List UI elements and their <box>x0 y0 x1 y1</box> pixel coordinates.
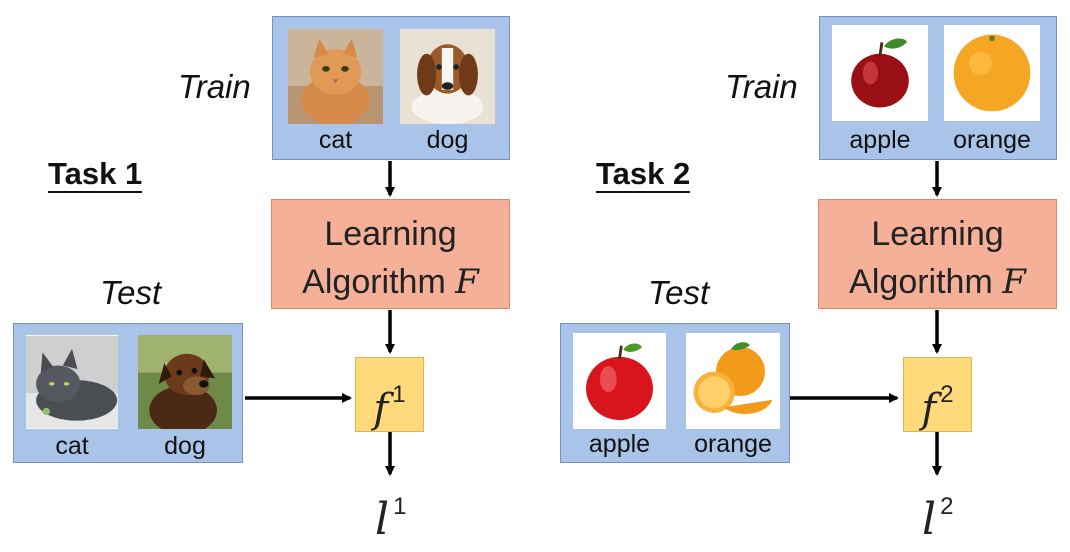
dog-photo-icon <box>400 29 495 124</box>
task1-test-caption-cat: cat <box>55 432 89 460</box>
task1-train-panel: cat dog <box>272 16 510 160</box>
task1-algorithm-line2: Algorithm F <box>302 262 479 302</box>
task2-algorithm-line1: Learning <box>871 215 1004 253</box>
task2-test-panel: apple orange <box>560 323 790 463</box>
task1-train-caption-cat: cat <box>318 126 353 154</box>
task1-test-caption-dog: dog <box>164 432 206 460</box>
task1-loss-symbol: l <box>375 494 390 545</box>
task1-model-index: 1 <box>392 381 406 408</box>
cat-photo-icon <box>288 29 383 124</box>
task1-learning-algorithm: Learning Algorithm F <box>271 199 510 309</box>
orange-photo-icon <box>944 25 1040 121</box>
task2-model-index: 2 <box>940 381 954 408</box>
dog-photo-icon <box>138 335 232 429</box>
task2-learning-algorithm: Learning Algorithm F <box>818 199 1057 309</box>
task2-algorithm-line2: Algorithm F <box>849 262 1026 302</box>
algorithm-variable: F <box>455 262 479 302</box>
task1-title: Task 1 <box>48 156 143 193</box>
task1-train-caption-dog: dog <box>426 126 469 154</box>
task1-train-label: Train <box>178 68 251 105</box>
task1-test-panel: cat dog <box>13 323 243 463</box>
task2-train-label: Train <box>725 68 798 105</box>
task2-train-caption-orange: orange <box>953 126 1031 154</box>
task2-loss-index: 2 <box>940 493 954 520</box>
task1-loss-index: 1 <box>393 493 407 520</box>
task2-train-panel: apple orange <box>819 16 1057 160</box>
task1-test-label: Test <box>100 274 162 311</box>
task2-title: Task 2 <box>596 156 691 193</box>
apple-photo-icon <box>832 25 928 121</box>
task2-test-caption-apple: apple <box>588 430 651 458</box>
algorithm-variable: F <box>1002 262 1026 302</box>
task1-algorithm-line1: Learning <box>324 215 457 253</box>
task2-model-symbol: f <box>921 386 937 432</box>
task1-model-symbol: f <box>373 386 389 432</box>
orange-photo-icon <box>686 333 780 429</box>
cat-photo-icon <box>26 335 118 429</box>
task2-test-caption-orange: orange <box>694 430 772 458</box>
task2-loss-symbol: l <box>922 494 937 545</box>
task2-test-label: Test <box>648 274 710 311</box>
task2-train-caption-apple: apple <box>849 126 911 154</box>
apple-photo-icon <box>573 333 666 429</box>
